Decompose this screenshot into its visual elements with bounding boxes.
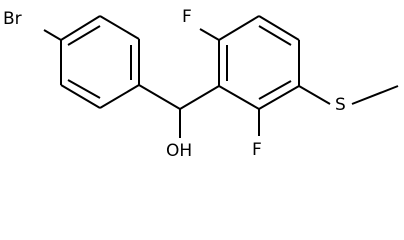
fluorine-atom-label: F [252,140,262,160]
carbon-fluorine-bond [199,28,220,41]
carbon-bromine-bond [43,29,62,41]
double-bond-inner [258,80,292,100]
bond [138,84,181,110]
fluorine-atom-label: F [182,7,192,27]
double-bond-inner [258,25,292,46]
difluorophenyl-ring [218,15,300,110]
bond [99,15,140,40]
bond [60,15,101,41]
double-bond-inner [67,25,101,46]
chemical-structure-diagram: Br OH F F S [3,7,399,161]
hydroxyl-group-label: OH [166,141,192,161]
bromine-atom-label: Br [3,9,22,29]
carbon-sulfur-bond [298,85,331,105]
double-bond-inner [67,79,101,99]
bond [258,85,300,110]
bond [179,85,220,110]
bromophenyl-ring [60,15,140,109]
bond [99,84,140,109]
bond [60,84,101,109]
sulfur-atom-label: S [335,95,346,115]
bond [218,85,260,110]
bond [258,15,300,41]
bond [218,15,260,41]
sulfur-methyl-bond [351,85,399,105]
